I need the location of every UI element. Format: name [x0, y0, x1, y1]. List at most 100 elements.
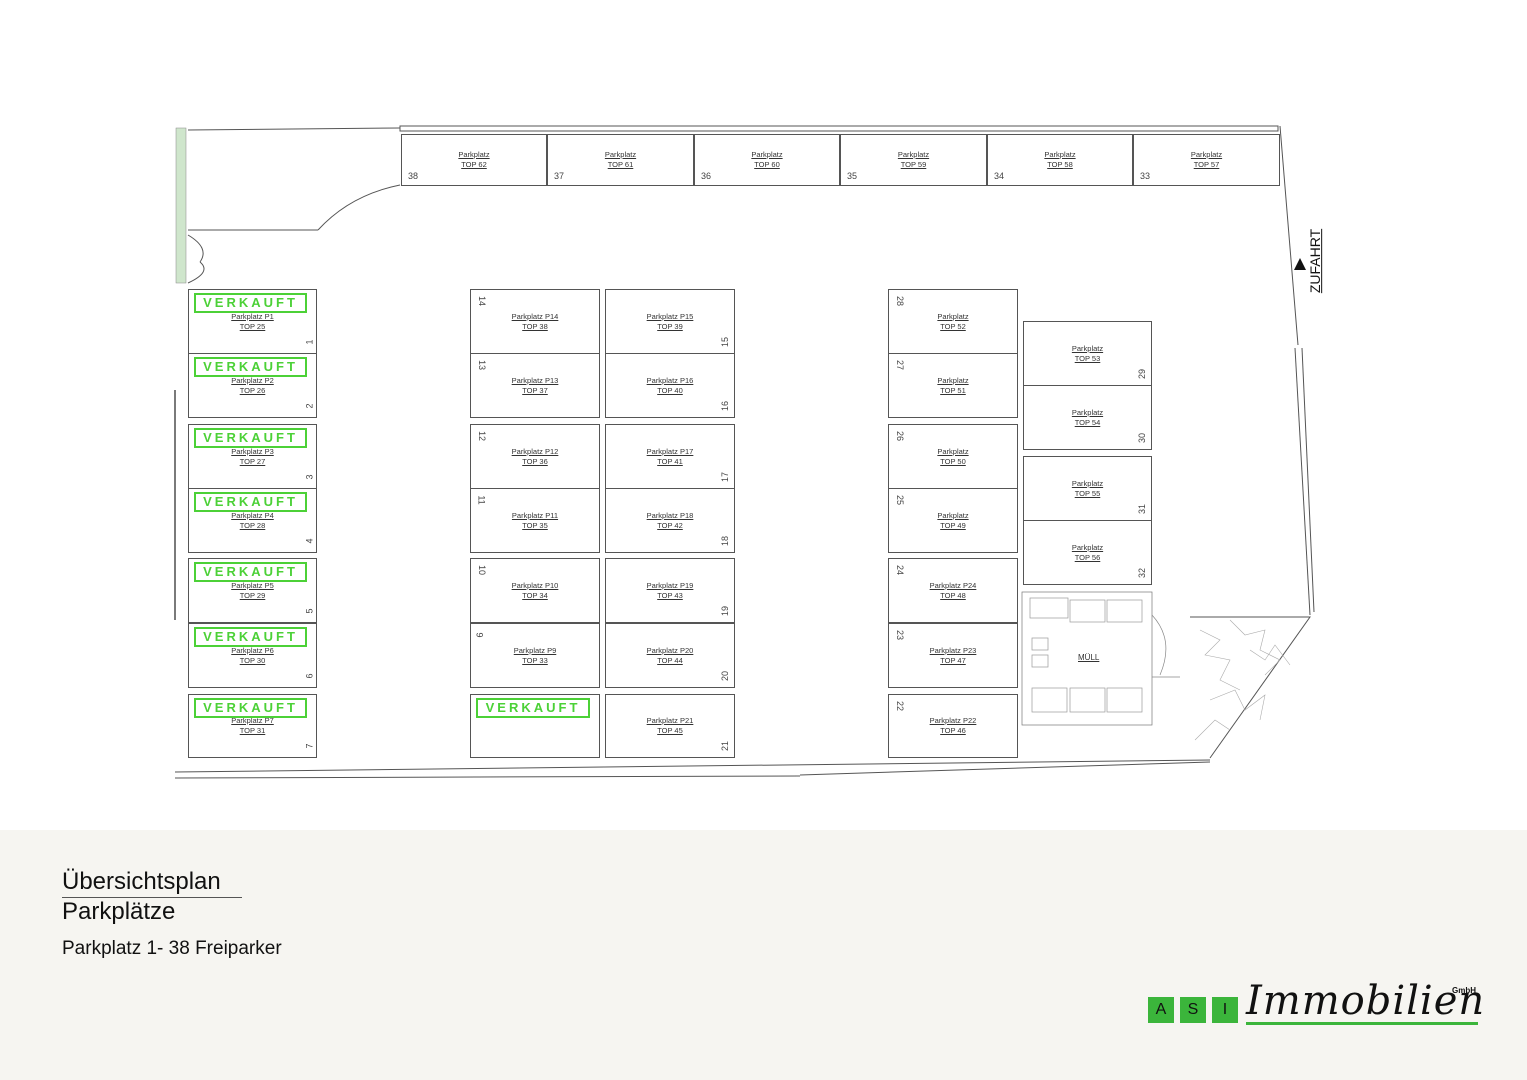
footer-panel [0, 830, 1527, 1080]
bay-title: Parkplatz [937, 446, 969, 456]
bay-title: Parkplatz P6 [231, 645, 274, 655]
bay-number: 26 [895, 430, 906, 442]
bay-top: TOP 49 [940, 520, 966, 530]
bay-top: TOP 48 [940, 590, 966, 600]
bay-top: TOP 33 [522, 655, 548, 665]
bay-top: TOP 58 [1047, 160, 1073, 169]
bay-top: TOP 42 [657, 520, 683, 530]
bay-title: Parkplatz [937, 375, 969, 385]
bay-title: Parkplatz [937, 311, 969, 321]
sold-badge: VERKAUFT [194, 293, 307, 313]
bay-title: Parkplatz P9 [513, 645, 557, 655]
bay-top: TOP 38 [522, 321, 548, 331]
bay-top: TOP 35 [522, 520, 548, 530]
bay-title: Parkplatz [751, 150, 783, 159]
bay-title: Parkplatz [604, 150, 637, 159]
bay-top: TOP 37 [522, 385, 548, 395]
bay-top: TOP 41 [657, 456, 683, 466]
sold-badge: VERKAUFT [194, 562, 307, 582]
bay-number: 14 [477, 295, 488, 307]
bay-top: TOP 39 [657, 321, 683, 331]
bay-number: 31 [1136, 503, 1147, 515]
bay-number: 18 [719, 535, 730, 547]
bay-title: Parkplatz P23 [929, 645, 977, 655]
bay-top: TOP 31 [239, 726, 266, 735]
title-underline [62, 897, 242, 898]
bay-number: 29 [1136, 368, 1147, 380]
bay-top: TOP 50 [940, 456, 966, 466]
bay-top: TOP 36 [522, 456, 548, 466]
bay-title: Parkplatz [1190, 150, 1223, 159]
bay-top: TOP 30 [239, 655, 266, 665]
bay-top: TOP 40 [657, 385, 683, 395]
bay-title: Parkplatz P4 [231, 510, 274, 520]
bay-number: 24 [895, 564, 906, 576]
bay-number: 3 [304, 474, 315, 480]
bay-number: 22 [895, 700, 906, 712]
sold-badge: VERKAUFT [194, 428, 307, 448]
bay-title: Parkplatz P19 [646, 580, 694, 590]
bay-number: 37 [554, 171, 565, 181]
bay-number: 10 [477, 564, 488, 576]
bay-top: TOP 25 [239, 321, 266, 331]
bay-top: TOP 56 [1074, 552, 1101, 562]
bay-title: Parkplatz P12 [511, 446, 559, 456]
plan-title: Übersichtsplan [62, 868, 221, 895]
bay-number: 33 [1140, 171, 1151, 181]
muell-label: MÜLL [1078, 653, 1100, 662]
bay-top: TOP 44 [657, 655, 683, 665]
bay-number: 34 [994, 171, 1005, 181]
bay-number: 1 [304, 339, 315, 345]
bay-number: 30 [1136, 432, 1147, 444]
bay-title: Parkplatz [897, 150, 930, 159]
bay-number: 11 [476, 495, 487, 505]
bay-top: TOP 26 [239, 385, 266, 395]
bay-title: Parkplatz [937, 510, 969, 520]
bay-top: TOP 47 [940, 655, 966, 665]
bay-title: Parkplatz P14 [511, 311, 559, 321]
bay-title: Parkplatz P1 [231, 311, 274, 321]
sold-badge: VERKAUFT [194, 492, 307, 512]
bay-number: 9 [474, 632, 485, 638]
bay-number: 32 [1136, 567, 1147, 579]
bay-number: 7 [304, 743, 315, 749]
bay-top: TOP 27 [239, 456, 266, 466]
bay-top: TOP 60 [754, 160, 780, 169]
logo-letter-s: S [1180, 997, 1206, 1023]
bay-top: TOP 52 [940, 321, 966, 331]
bay-top: TOP 62 [461, 160, 487, 169]
logo-word: Immobilien [1246, 978, 1486, 1024]
plan-outline [174, 125, 1315, 779]
bay-title: Parkplatz P15 [646, 311, 694, 321]
bay-top: TOP 57 [1193, 160, 1220, 169]
